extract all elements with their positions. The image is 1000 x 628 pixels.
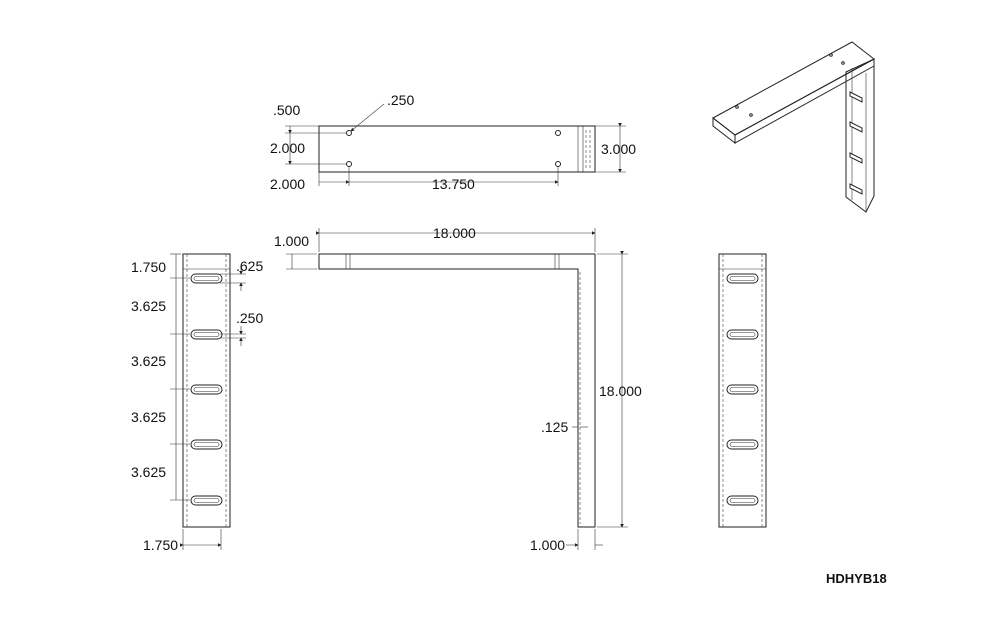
dim-pitch-4: 3.625 — [131, 464, 166, 480]
slot — [726, 384, 759, 395]
rear-view — [718, 253, 767, 528]
slot-inner — [729, 442, 756, 447]
front-view-left: 1.750 .625 .250 3.625 3.625 3.625 3.625 … — [131, 253, 263, 553]
dim-height: 3.000 — [601, 141, 636, 157]
dim-first-slot: 1.750 — [131, 259, 166, 275]
slot-inner — [729, 387, 756, 392]
iso-slot — [849, 91, 863, 103]
part-number: HDHYB18 — [826, 571, 887, 586]
dim-end-offset: 2.000 — [270, 176, 305, 192]
slot — [726, 439, 759, 450]
dim-wall: .125 — [541, 419, 568, 435]
iso-arm-front — [712, 116, 736, 145]
dim-hole-dia: .250 — [387, 92, 414, 108]
slot-group — [849, 91, 863, 195]
dim-hole-spacing: 2.000 — [270, 140, 305, 156]
slot-inner — [193, 498, 220, 503]
dim-hole-span: 13.750 — [432, 176, 475, 192]
slot — [726, 495, 759, 506]
slot-inner — [193, 332, 220, 337]
slot-inner — [729, 276, 756, 281]
hole — [346, 161, 352, 167]
slot — [190, 273, 223, 284]
dim-slot-height: .625 — [236, 258, 263, 274]
side-view-outline — [318, 253, 596, 528]
top-view: .500 .250 2.000 2.000 13.750 3.000 — [270, 92, 636, 192]
iso-slot — [849, 152, 863, 164]
iso-arm-top — [712, 41, 875, 136]
iso-leg — [845, 58, 875, 213]
slot — [190, 439, 223, 450]
slot-inner — [193, 387, 220, 392]
dim-slot-radius: .250 — [236, 310, 263, 326]
dim-pitch-3: 3.625 — [131, 409, 166, 425]
slot — [190, 384, 223, 395]
slot — [190, 495, 223, 506]
slot-group — [726, 273, 759, 506]
slot-group — [190, 273, 223, 506]
slot-inner — [193, 276, 220, 281]
slot — [726, 329, 759, 340]
dim-thickness: 1.000 — [274, 233, 309, 249]
slot-inner — [193, 442, 220, 447]
dim-width: 1.750 — [143, 537, 178, 553]
slot-inner — [729, 498, 756, 503]
iso-slot — [849, 121, 863, 133]
isometric-view — [712, 41, 875, 213]
dim-arm-length: 18.000 — [433, 225, 476, 241]
rear-view-outline — [718, 253, 767, 528]
hole — [555, 130, 561, 136]
front-view-outline — [182, 253, 231, 528]
dim-pitch-1: 3.625 — [131, 298, 166, 314]
slot-inner — [729, 332, 756, 337]
slot — [190, 329, 223, 340]
dim-leg-width: 1.000 — [530, 537, 565, 553]
top-view-outline — [318, 125, 596, 173]
iso-slot — [849, 183, 863, 195]
side-view: 1.000 18.000 18.000 .125 1.000 — [274, 225, 642, 553]
dim-leg-length: 18.000 — [599, 383, 642, 399]
slot — [726, 273, 759, 284]
dim-edge-offset: .500 — [273, 102, 300, 118]
hole — [346, 130, 352, 136]
hole — [555, 161, 561, 167]
dim-pitch-2: 3.625 — [131, 353, 166, 369]
